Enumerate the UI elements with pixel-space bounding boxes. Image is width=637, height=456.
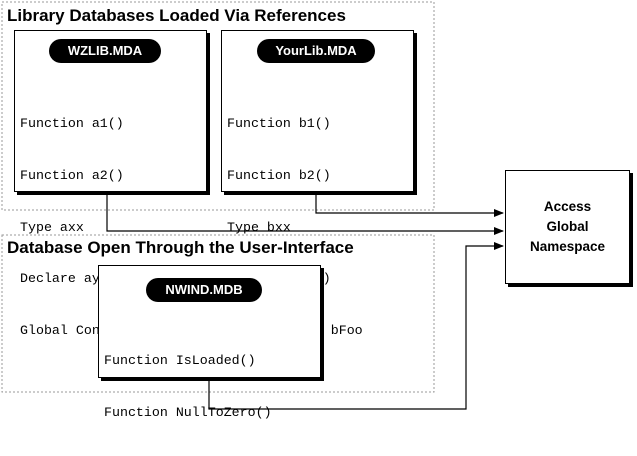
- connector-yourlib: [315, 192, 504, 217]
- declaration-line: Function NullToZero(): [104, 405, 272, 421]
- module-name-badge: NWIND.MDB: [146, 278, 262, 302]
- module-name-badge: WZLIB.MDA: [49, 39, 161, 63]
- declaration-line: Function b2(): [227, 168, 331, 184]
- diagram: Library Databases Loaded Via References …: [1, 1, 630, 420]
- declaration-line: Function IsLoaded(): [104, 353, 256, 369]
- module-name-badge: YourLib.MDA: [257, 39, 375, 63]
- declaration-line: Function a2(): [20, 168, 124, 184]
- module-wzlib: WZLIB.MDA Function a1() Function a2() Ty…: [14, 30, 207, 338]
- ui-group-frame: [1, 234, 435, 393]
- ui-group-title: Database Open Through the User-Interface: [5, 238, 356, 258]
- connector-nwind: [208, 242, 504, 410]
- connectors: [1, 1, 504, 410]
- connector-wzlib: [106, 192, 504, 235]
- declarations-list: Function IsLoaded() Function NullToZero(…: [104, 318, 272, 456]
- module-yourlib: YourLib.MDA Function b1() Function b2() …: [221, 30, 414, 338]
- declaration-line: Type bxx: [227, 219, 291, 235]
- declaration-line: Function a1(): [20, 116, 124, 132]
- namespace-label-line: Access: [543, 199, 592, 214]
- namespace-label-line: Namespace: [529, 239, 606, 254]
- declarations-list: Function a1() Function a2() Type axx Dec…: [20, 81, 156, 373]
- library-group-title: Library Databases Loaded Via References: [5, 6, 348, 26]
- access-global-namespace-box: Access Global Namespace: [505, 170, 630, 284]
- namespace-label-line: Global: [546, 219, 589, 234]
- module-nwind: NWIND.MDB Function IsLoaded() Function N…: [98, 265, 321, 420]
- library-group-frame: [1, 1, 435, 211]
- declaration-line: Type axx: [20, 219, 84, 235]
- declaration-line: Function b1(): [227, 116, 331, 132]
